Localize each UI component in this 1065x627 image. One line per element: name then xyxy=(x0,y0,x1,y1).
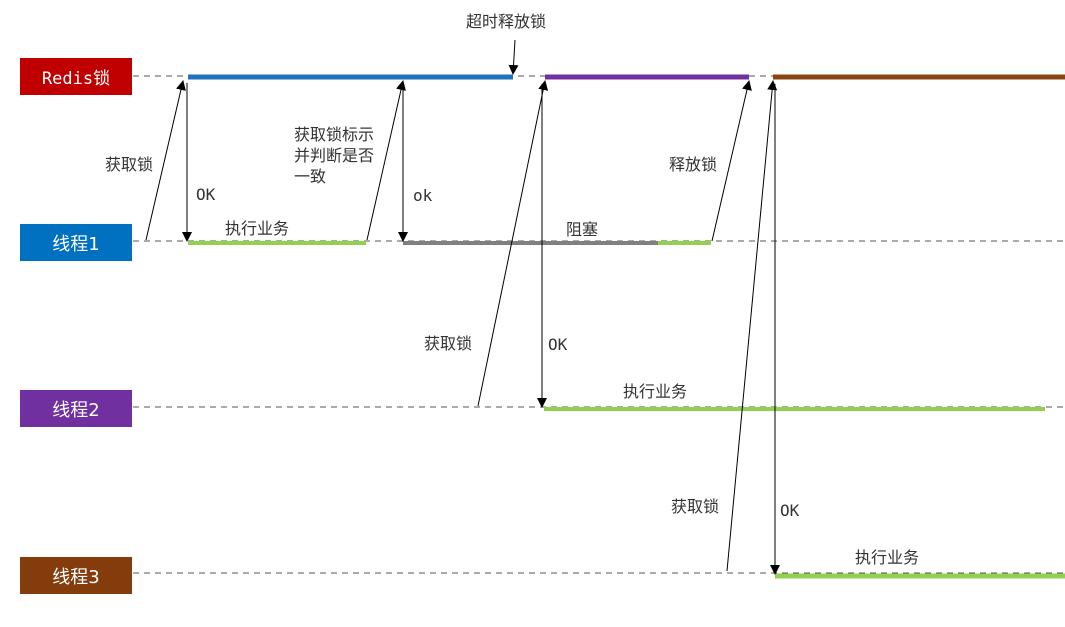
t1-acquire-note: 获取锁 xyxy=(105,155,154,174)
thread2-label: 线程2 xyxy=(20,390,132,427)
t3-acquire-arrow xyxy=(726,80,778,572)
t2-exec-note: 执行业务 xyxy=(623,382,688,401)
t1-check-note: 获取锁标示 并判断是否 一致 xyxy=(294,125,375,186)
t3-acquire-note: 获取锁 xyxy=(671,497,720,516)
t1-release-arrow xyxy=(711,80,752,242)
timeout-release-arrow xyxy=(508,39,519,75)
thread1-label: 线程1 xyxy=(20,224,132,261)
t1-ok2-note: ok xyxy=(413,186,433,205)
t3-exec-note: 执行业务 xyxy=(855,548,920,567)
t1-release-note: 释放锁 xyxy=(669,155,718,174)
t1-check-arrow xyxy=(366,80,406,241)
timeout-release-note: 超时释放锁 xyxy=(466,12,547,31)
t1-blocked-note: 阻塞 xyxy=(566,220,599,239)
thread3-label: 线程3 xyxy=(20,557,132,594)
t2-acquire-note: 获取锁 xyxy=(424,334,473,353)
t1-acquire-arrow xyxy=(145,80,186,241)
redis-lock-label: Redis锁 xyxy=(20,58,132,95)
t1-ok-note: OK xyxy=(196,185,216,204)
t2-ok-note: OK xyxy=(548,335,568,354)
t2-acquire-arrow xyxy=(477,80,549,407)
t3-ok-note: OK xyxy=(780,501,800,520)
t1-exec-note: 执行业务 xyxy=(225,219,290,238)
